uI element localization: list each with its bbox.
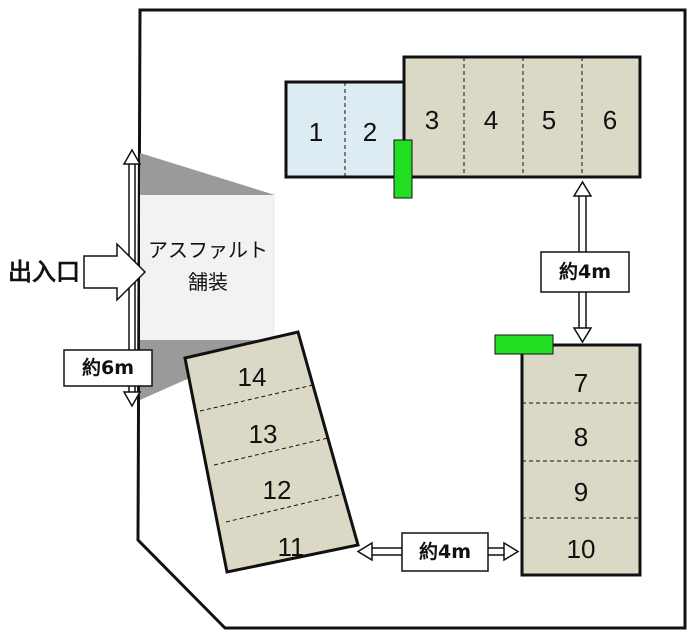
dimension-label-left: 約6m	[82, 356, 134, 379]
space-8-label: 8	[574, 422, 588, 452]
space-10-label: 10	[567, 534, 596, 564]
asphalt-shadow-top	[140, 153, 275, 195]
dimension-box-right	[540, 251, 630, 293]
dimension-label-right: 約4m	[559, 260, 611, 283]
entrance-arrow	[83, 242, 147, 302]
space-13-label: 13	[249, 419, 278, 449]
space-14-label: 14	[238, 362, 267, 392]
space-11-label: 11	[278, 532, 305, 562]
green-marker-right	[494, 334, 554, 355]
dimension-label-bottom: 約4m	[419, 540, 471, 563]
dimension-box-bottom	[401, 532, 489, 572]
green-marker-top	[393, 139, 413, 199]
space-3-label: 3	[425, 105, 439, 135]
space-12-label: 12	[263, 475, 292, 505]
space-6-label: 6	[603, 105, 617, 135]
space-2-label: 2	[363, 117, 377, 147]
asphalt-area	[140, 195, 275, 340]
entrance-label: 出入口	[8, 258, 80, 286]
dimension-box-left	[63, 349, 153, 387]
space-9-label: 9	[574, 477, 588, 507]
parking-row-right	[520, 343, 642, 577]
asphalt-label-line2: 舗装	[188, 270, 228, 294]
space-4-label: 4	[484, 105, 498, 135]
space-1-label: 1	[309, 117, 323, 147]
parking-row-tilted	[183, 330, 360, 574]
space-5-label: 5	[542, 105, 556, 135]
space-7-label: 7	[574, 368, 588, 398]
asphalt-label-line1: アスファルト	[148, 238, 268, 262]
parking-row-top-right	[402, 55, 642, 179]
parking-row-top-left	[284, 80, 406, 179]
